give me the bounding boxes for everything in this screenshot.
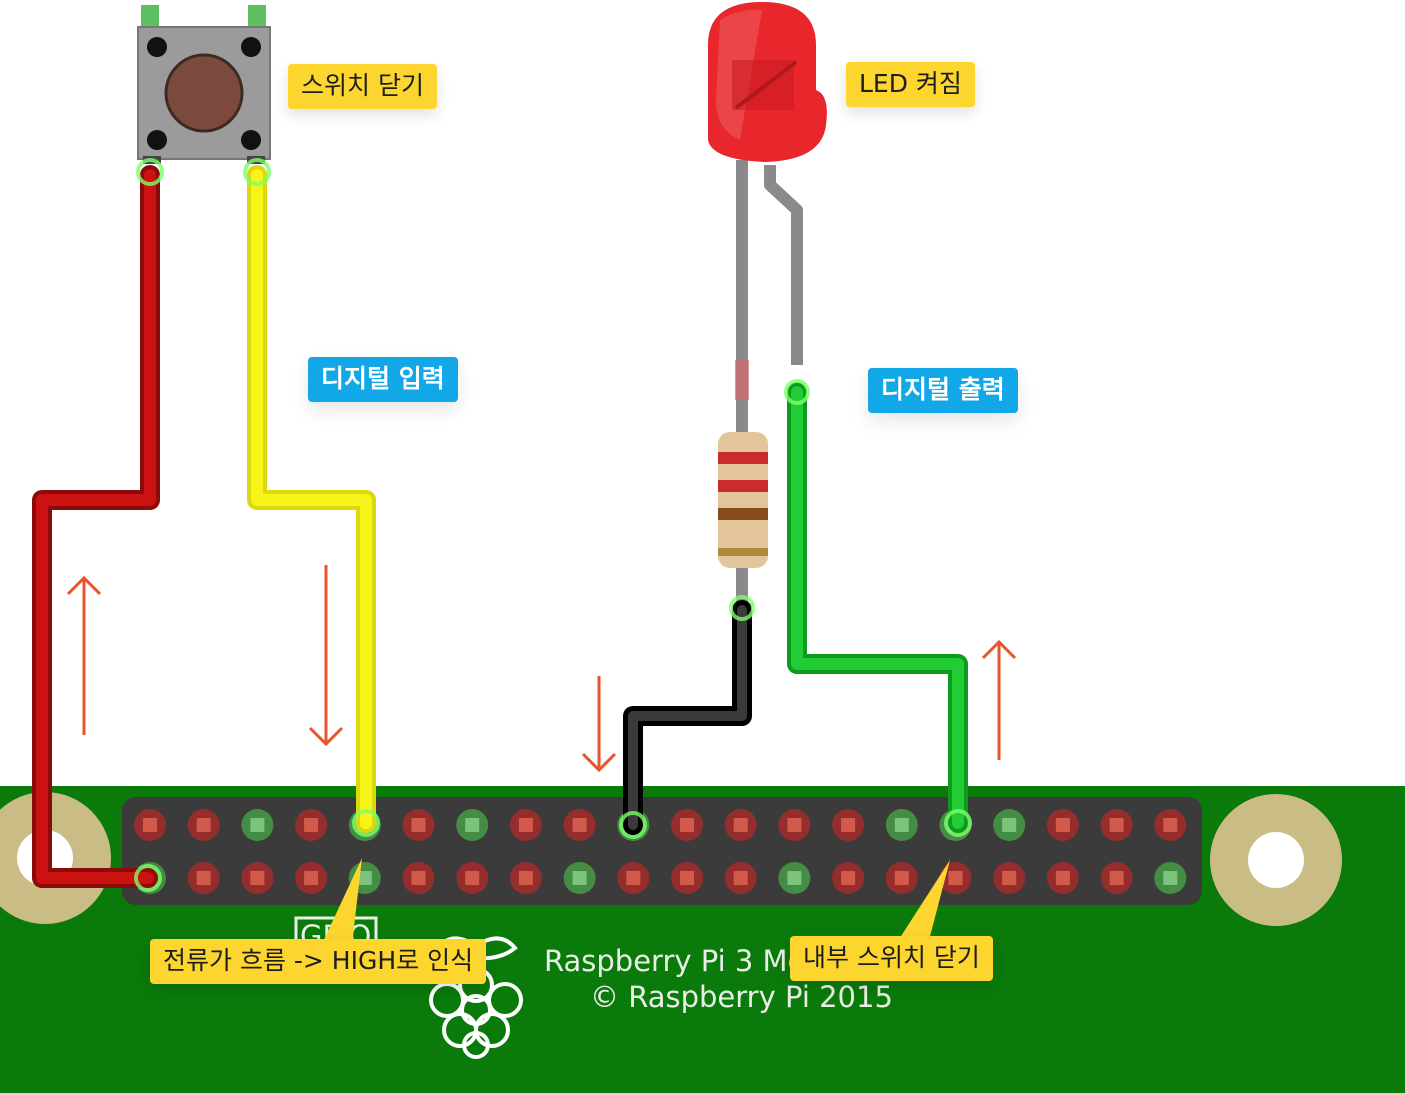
gpio-pin: [134, 809, 166, 841]
wire-green: [787, 382, 968, 833]
label-internal-switch-close: 내부 스위치 닫기: [790, 936, 993, 981]
gpio-pin: [1154, 809, 1187, 841]
flow-arrow-icon: [581, 676, 617, 773]
mounting-hole-icon: [1210, 794, 1342, 926]
gpio-pin: [778, 809, 811, 841]
gpio-pin: [402, 862, 435, 894]
callout-pointer: [896, 860, 950, 944]
gpio-pin: [509, 862, 542, 894]
label-switch-close: 스위치 닫기: [288, 64, 437, 109]
gpio-pin: [832, 809, 865, 841]
board-copyright-text: © Raspberry Pi 2015: [590, 980, 893, 1014]
callout-pointer: [322, 858, 362, 944]
gpio-pin: [187, 809, 220, 841]
gpio-pin: [1100, 862, 1133, 894]
label-current-flow: 전류가 흐름 -> HIGH로 인식: [150, 939, 487, 984]
gpio-pin: [456, 862, 489, 894]
gpio-pin: [1154, 862, 1187, 894]
board-model-text: Raspberry Pi 3 Mo: [544, 944, 805, 978]
flow-arrow-icon: [66, 575, 102, 735]
gpio-pin: [724, 862, 757, 894]
gpio-pin: [832, 862, 865, 894]
gpio-pin: [617, 862, 650, 894]
gpio-pin: [241, 809, 274, 841]
gpio-pin: [187, 862, 220, 894]
gpio-pin: [671, 809, 703, 841]
gpio-pin: [993, 809, 1026, 841]
gpio-pin: [939, 862, 972, 894]
gpio-pin: [993, 862, 1026, 894]
gpio-pin: [241, 862, 274, 894]
label-led-on: LED 켜짐: [846, 62, 975, 107]
flow-arrow-icon: [981, 639, 1017, 760]
gpio-pin: [509, 809, 542, 841]
wire-yellow: [247, 165, 376, 833]
label-digital-output: 디지털 출력: [868, 368, 1018, 413]
push-button-icon: [137, 5, 271, 164]
led-icon: [708, 2, 827, 365]
label-digital-input: 디지털 입력: [308, 357, 458, 402]
wire-red: [32, 165, 160, 888]
gpio-pin: [563, 809, 596, 841]
gpio-pin: [1046, 809, 1079, 841]
gpio-pin: [1100, 809, 1133, 841]
flow-arrow-icon: [308, 565, 344, 747]
gpio-pin: [402, 809, 435, 841]
gpio-pin: [295, 862, 328, 894]
gpio-pin: [1046, 862, 1079, 894]
gpio-pin: [885, 809, 918, 841]
wire-black: [623, 600, 752, 835]
wire-endpoints: [134, 158, 972, 892]
gpio-pin: [778, 862, 811, 894]
gpio-pin: [456, 809, 489, 841]
resistor-icon: [718, 360, 768, 610]
raspberry-pi-board: GPIO Raspberry Pi 3 Mo © Raspberry Pi 20…: [0, 786, 1405, 1093]
header-row-bottom: [134, 862, 1187, 894]
gpio-header: [122, 797, 1202, 905]
gpio-pin: [563, 862, 596, 894]
gpio-pin: [671, 862, 703, 894]
gpio-pin: [295, 809, 328, 841]
gpio-pin: [724, 809, 757, 841]
gpio-pin: [885, 862, 918, 894]
